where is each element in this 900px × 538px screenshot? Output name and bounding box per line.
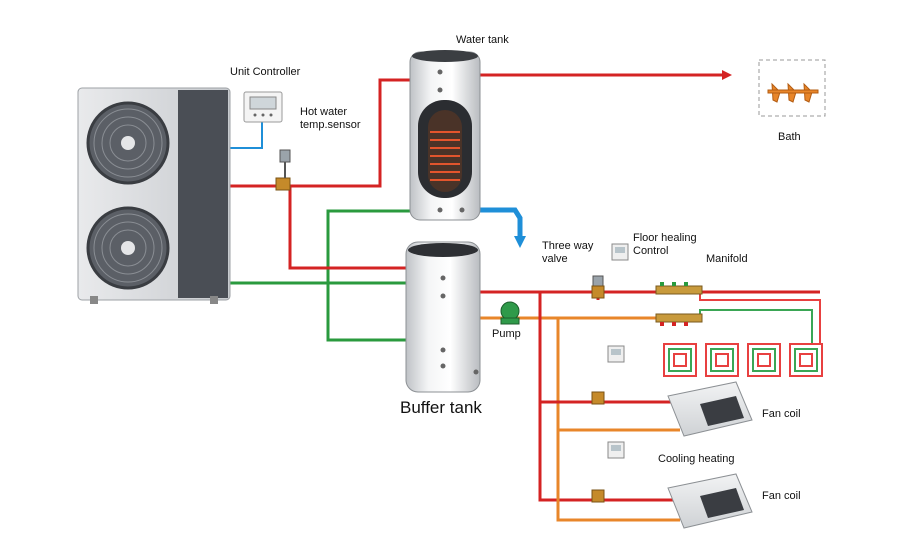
water-tank <box>409 50 481 221</box>
manifold-label: Manifold <box>706 253 748 265</box>
unit-three-way-valve-icon <box>275 149 291 191</box>
floor-three-way-valve-icon <box>591 275 605 299</box>
hot-pipe-to-buffer <box>288 186 410 270</box>
return-pipe-upper <box>326 209 410 342</box>
unit-controller-device <box>243 91 283 123</box>
floor-loop-green <box>699 309 813 345</box>
buffer-tank-label: Buffer tank <box>400 398 482 417</box>
floor-heating-loops <box>663 343 823 377</box>
fan-upper-icon <box>86 101 170 185</box>
floor-loop-1-icon <box>663 343 697 377</box>
shower-tap-icon <box>767 82 819 103</box>
hot-water-sensor-label: Hot water temp.sensor <box>300 106 361 131</box>
manifold-icon <box>655 282 703 326</box>
bath-label: Bath <box>778 131 801 143</box>
fan-coil-1-control-device <box>591 345 625 405</box>
red-riser <box>538 292 680 502</box>
water-tank-label: Water tank <box>456 34 509 46</box>
pump-icon <box>500 301 520 325</box>
floor-loop-3-icon <box>747 343 781 377</box>
fan-coil-1-label: Fan coil <box>762 408 801 420</box>
three-way-valve-label: Three way valve <box>542 240 594 265</box>
pump-label: Pump <box>492 328 521 340</box>
floor-heating-control-label: Floor healing Control <box>633 232 697 257</box>
floor-loop-red <box>699 292 821 345</box>
heating-coil-icon <box>430 131 460 181</box>
buffer-tank <box>405 241 481 393</box>
cold-water-arrow-icon <box>514 236 526 248</box>
hot-pipe-to-water-tank <box>230 78 410 188</box>
floor-loop-2-icon <box>705 343 739 377</box>
fan-lower-icon <box>86 206 170 290</box>
floor-loop-4-icon <box>789 343 823 377</box>
bath-fixture <box>758 59 826 117</box>
unit-controller-label: Unit Controller <box>230 66 301 78</box>
fan-coil-unit-1 <box>667 381 753 437</box>
bath-arrow-icon <box>722 70 732 80</box>
controller-line <box>230 122 263 149</box>
cold-water-pipe <box>480 207 523 238</box>
fan-coil-2-label: Fan coil <box>762 490 801 502</box>
floor-heating-control-device <box>611 243 629 261</box>
fan-coil-unit-2 <box>667 473 753 529</box>
heat-pump-unit <box>77 87 231 304</box>
cooling-heating-label: Cooling heating <box>658 453 735 465</box>
fan-coil-2-control-device <box>591 441 625 503</box>
orange-riser <box>556 318 680 522</box>
